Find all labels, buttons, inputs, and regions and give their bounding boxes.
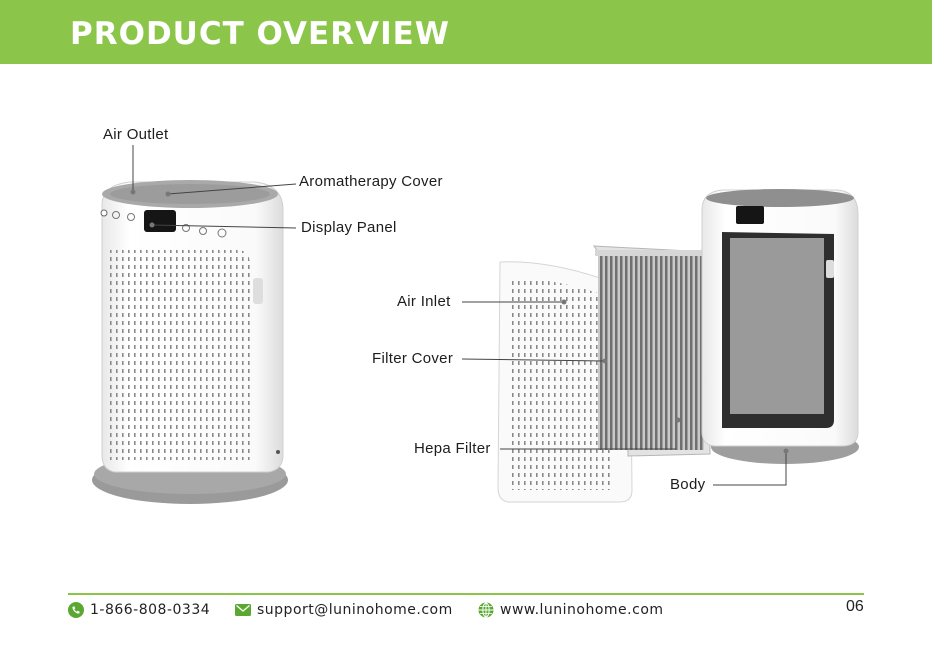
label-hepa-filter: Hepa Filter xyxy=(414,440,491,457)
purifier-body-open xyxy=(702,189,859,464)
phone-number: 1-866-808-0334 xyxy=(90,602,210,618)
mail-icon xyxy=(235,604,251,616)
email-address: support@luninohome.com xyxy=(257,602,453,618)
footer-divider xyxy=(68,593,864,595)
label-display-panel: Display Panel xyxy=(301,219,397,236)
display-screen xyxy=(144,210,176,232)
footer-phone[interactable]: 1-866-808-0334 xyxy=(68,602,210,618)
footer-website[interactable]: www.luninohome.com xyxy=(478,602,664,618)
label-aromatherapy-cover: Aromatherapy Cover xyxy=(299,173,443,190)
globe-icon xyxy=(478,602,494,618)
label-air-outlet: Air Outlet xyxy=(103,126,169,143)
label-air-inlet: Air Inlet xyxy=(397,293,451,310)
purifier-assembled xyxy=(92,180,288,504)
label-filter-cover: Filter Cover xyxy=(372,350,453,367)
page-number: 06 xyxy=(846,598,864,616)
label-body: Body xyxy=(670,476,705,493)
phone-icon xyxy=(68,602,84,618)
footer-email[interactable]: support@luninohome.com xyxy=(235,602,453,618)
hepa-filter-block xyxy=(594,246,710,456)
website-url: www.luninohome.com xyxy=(500,602,664,618)
